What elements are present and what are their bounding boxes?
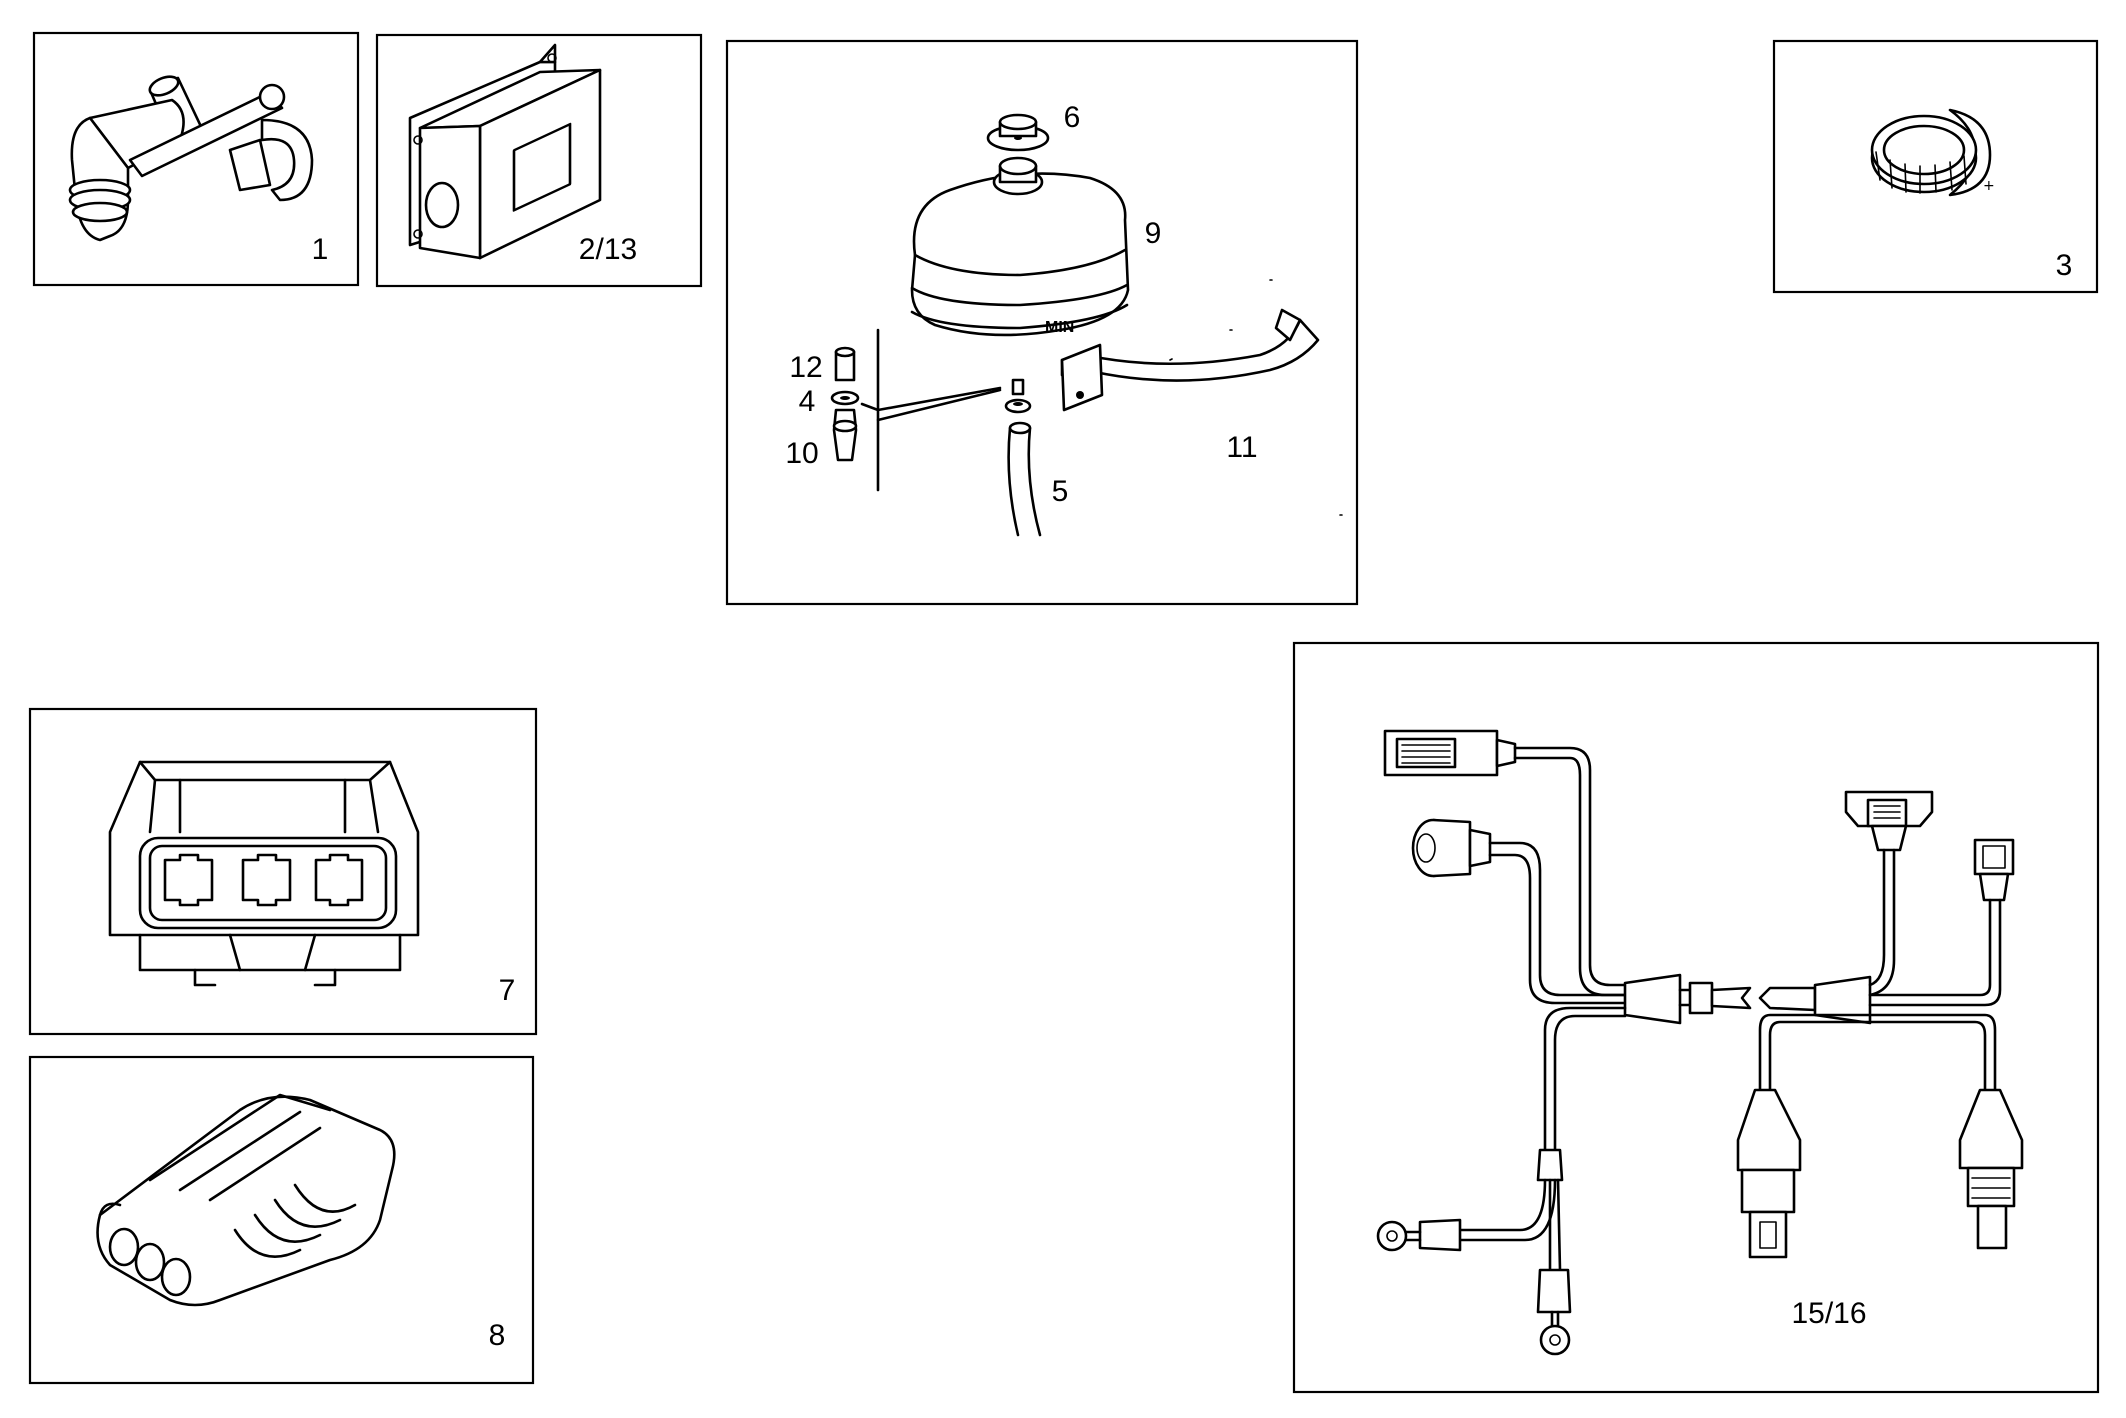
panel-part-2-13: 2/13 xyxy=(375,33,703,288)
fittings-12-4-10 xyxy=(830,328,1002,492)
part-number-label: 3 xyxy=(2056,249,2073,282)
callout-10: 10 xyxy=(785,437,818,470)
round-connector xyxy=(1411,818,1492,878)
part-number-label: 1 xyxy=(312,233,329,266)
callout-6: 6 xyxy=(1064,101,1081,134)
outlet-and-hose-5 xyxy=(1004,378,1042,537)
spade-terminal-connector xyxy=(1736,1088,1802,1259)
tank-body-9: MIN xyxy=(910,156,1130,337)
callout-4: 4 xyxy=(799,385,816,418)
callout-12: 12 xyxy=(789,351,822,384)
hose-clamp-drawing: + xyxy=(1870,108,1995,197)
small-connector xyxy=(1973,838,2015,902)
part-number-label: 8 xyxy=(489,1319,506,1352)
part-number-label: 15/16 xyxy=(1791,1297,1866,1330)
plug-connector-drawing xyxy=(96,1093,396,1307)
control-box-drawing xyxy=(408,43,602,260)
pin-terminal-connector xyxy=(1958,1088,2024,1250)
mounting-strap-11 xyxy=(1060,279,1343,516)
panel-part-3: + 3 xyxy=(1772,39,2099,294)
expansion-tank-drawing: MIN xyxy=(830,113,1343,537)
wiring-harness-drawing xyxy=(1376,729,2024,1356)
panel-wiring-harness-15-16: 15/16 xyxy=(1292,641,2100,1394)
panel-part-1: 1 xyxy=(32,31,360,287)
tank-cap-6 xyxy=(986,113,1050,152)
panel-part-8: 8 xyxy=(28,1055,535,1385)
plus-mark-icon: + xyxy=(1983,178,1995,194)
pin-socket xyxy=(314,853,364,907)
connector-housing-drawing xyxy=(108,760,420,987)
part-number-label: 7 xyxy=(499,974,516,1007)
callout-11: 11 xyxy=(1226,431,1257,464)
rectangular-connector xyxy=(1383,729,1517,777)
pin-socket xyxy=(241,853,292,907)
panel-part-7: 7 xyxy=(28,707,538,1036)
panel-expansion-tank: MIN xyxy=(725,39,1359,606)
pin-socket xyxy=(163,853,214,907)
callout-9: 9 xyxy=(1145,217,1162,250)
callout-5: 5 xyxy=(1052,475,1069,508)
part-number-label: 2/13 xyxy=(579,233,637,266)
elbow-fitting-drawing xyxy=(68,75,314,242)
flat-connector xyxy=(1844,790,1934,852)
tank-level-marking: MIN xyxy=(1045,319,1074,336)
